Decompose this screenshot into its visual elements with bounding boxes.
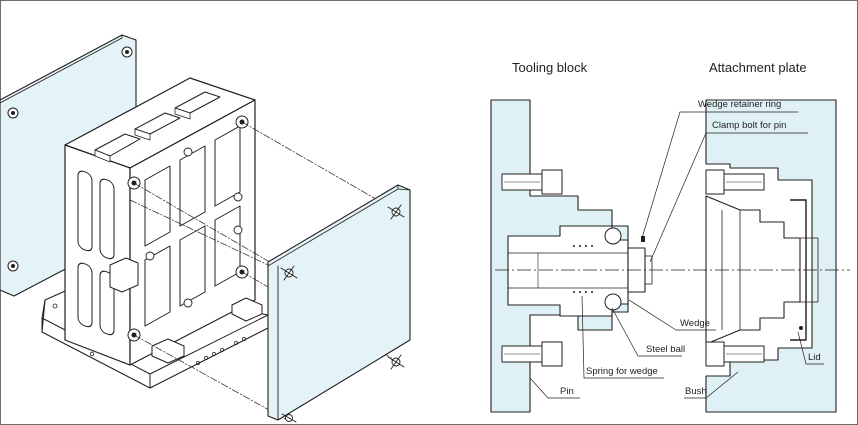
leader-lines [529, 111, 824, 399]
tooling-block-bolts [501, 169, 563, 367]
isometric-assembly [0, 34, 411, 423]
callout-spring-for-wedge: Spring for wedge [586, 366, 658, 377]
heading-tooling-block: Tooling block [512, 60, 588, 75]
callout-pin: Pin [560, 386, 574, 397]
callout-wedge-retainer-ring: Wedge retainer ring [698, 99, 781, 110]
callout-steel-ball: Steel ball [646, 344, 685, 355]
callout-lid: Lid [808, 352, 821, 363]
spring-dots [573, 245, 593, 293]
attachment-plate-bolts [705, 169, 765, 367]
attachment-plate-section [705, 99, 837, 413]
right-attachment-plate [267, 184, 411, 423]
cross-section-diagram [490, 99, 850, 413]
tooling-block-body [64, 77, 263, 366]
heading-attachment-plate: Attachment plate [709, 60, 807, 75]
callout-wedge: Wedge [680, 318, 710, 329]
callout-clamp-bolt-for-pin: Clamp bolt for pin [712, 120, 786, 131]
tooling-block-section [490, 99, 653, 413]
callout-bush: Bush [685, 386, 707, 397]
